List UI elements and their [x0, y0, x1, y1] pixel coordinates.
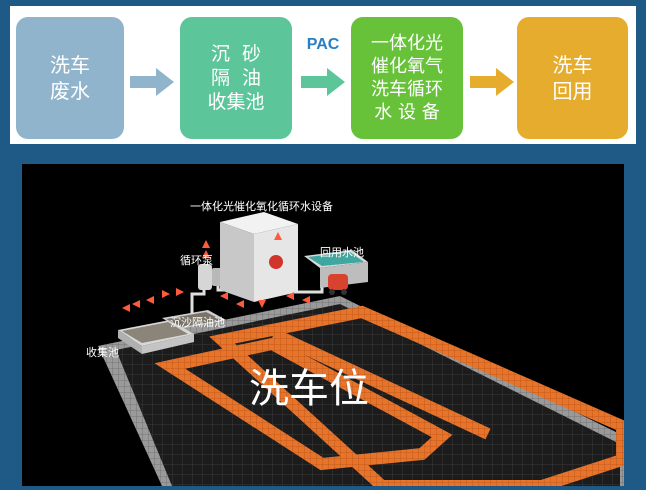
flow-arrow-mark [220, 292, 228, 300]
flow-arrow-mark [274, 232, 282, 240]
collection-pool-front [142, 334, 194, 354]
flow-arrow-2-shape [301, 68, 345, 96]
flow-step-reuse: 洗车 回用 [517, 17, 628, 139]
flow-arrow-mark [302, 296, 310, 304]
flow-arrow-mark [202, 240, 210, 248]
equipment-top [220, 212, 298, 234]
grit-chamber-inner [166, 312, 222, 327]
pressure-washer [328, 274, 348, 290]
collection-pool-side [118, 330, 142, 354]
flow-arrow-3 [470, 68, 514, 96]
label-equipment: 一体化光催化氧化循环水设备 [190, 200, 333, 213]
orange-drainage-inner [154, 337, 453, 471]
pac-label: PAC [306, 36, 340, 53]
label-reuse-pool: 回用水池 [320, 246, 364, 259]
label-wash-bay: 洗车位 [249, 366, 369, 412]
label-pump: 循环泵 [180, 254, 213, 267]
flow-arrow-1 [130, 68, 174, 96]
flow-arrow-mark [258, 300, 266, 308]
collection-pool-gravel [122, 322, 188, 343]
reuse-pool-water [308, 252, 364, 266]
flow-step-wastewater: 洗车 废水 [16, 17, 124, 139]
flow-arrow-mark [122, 304, 130, 312]
equipment-side [220, 222, 254, 302]
flow-step-photocatalytic-equipment: 一体化光 催化氧气 洗车循环 水 设 备 [351, 17, 463, 139]
flow-arrow-1-shape [130, 68, 174, 96]
wash-bay-scene: 一体化光催化氧化循环水设备 循环泵 回用水池 沉沙隔油池 收集池 洗车位 [22, 164, 624, 486]
flow-arrow-2 [301, 68, 345, 96]
process-flow-panel: 洗车 废水 沉 砂 隔 油 收集池 PAC 一体化光 催化氧气 洗车循环 水 设… [10, 6, 636, 144]
flow-step-grit-oil-collection: 沉 砂 隔 油 收集池 [180, 17, 292, 139]
flow-arrow-mark [146, 296, 154, 304]
flow-arrow-3-shape [470, 68, 514, 96]
equipment-logo-icon [269, 255, 283, 269]
circulation-pump [198, 264, 212, 290]
water-flow-arrows [122, 232, 310, 312]
flow-arrow-mark [176, 288, 184, 296]
label-grit-chamber: 沉沙隔油池 [170, 316, 225, 329]
flow-arrow-mark [132, 300, 140, 308]
pressure-washer-wheel [329, 289, 335, 295]
flow-arrow-mark [236, 300, 244, 308]
flow-arrow-mark [162, 290, 170, 298]
circulation-pump-tank [212, 268, 222, 286]
pressure-washer-wheel-2 [341, 289, 347, 295]
orange-drainage-frame [209, 305, 624, 486]
flow-arrow-mark [286, 292, 294, 300]
label-collection-pool: 收集池 [86, 346, 119, 359]
flow-arrow-mark [202, 250, 210, 258]
scene-illustration [98, 212, 624, 486]
orange-drainage-center [271, 328, 491, 440]
